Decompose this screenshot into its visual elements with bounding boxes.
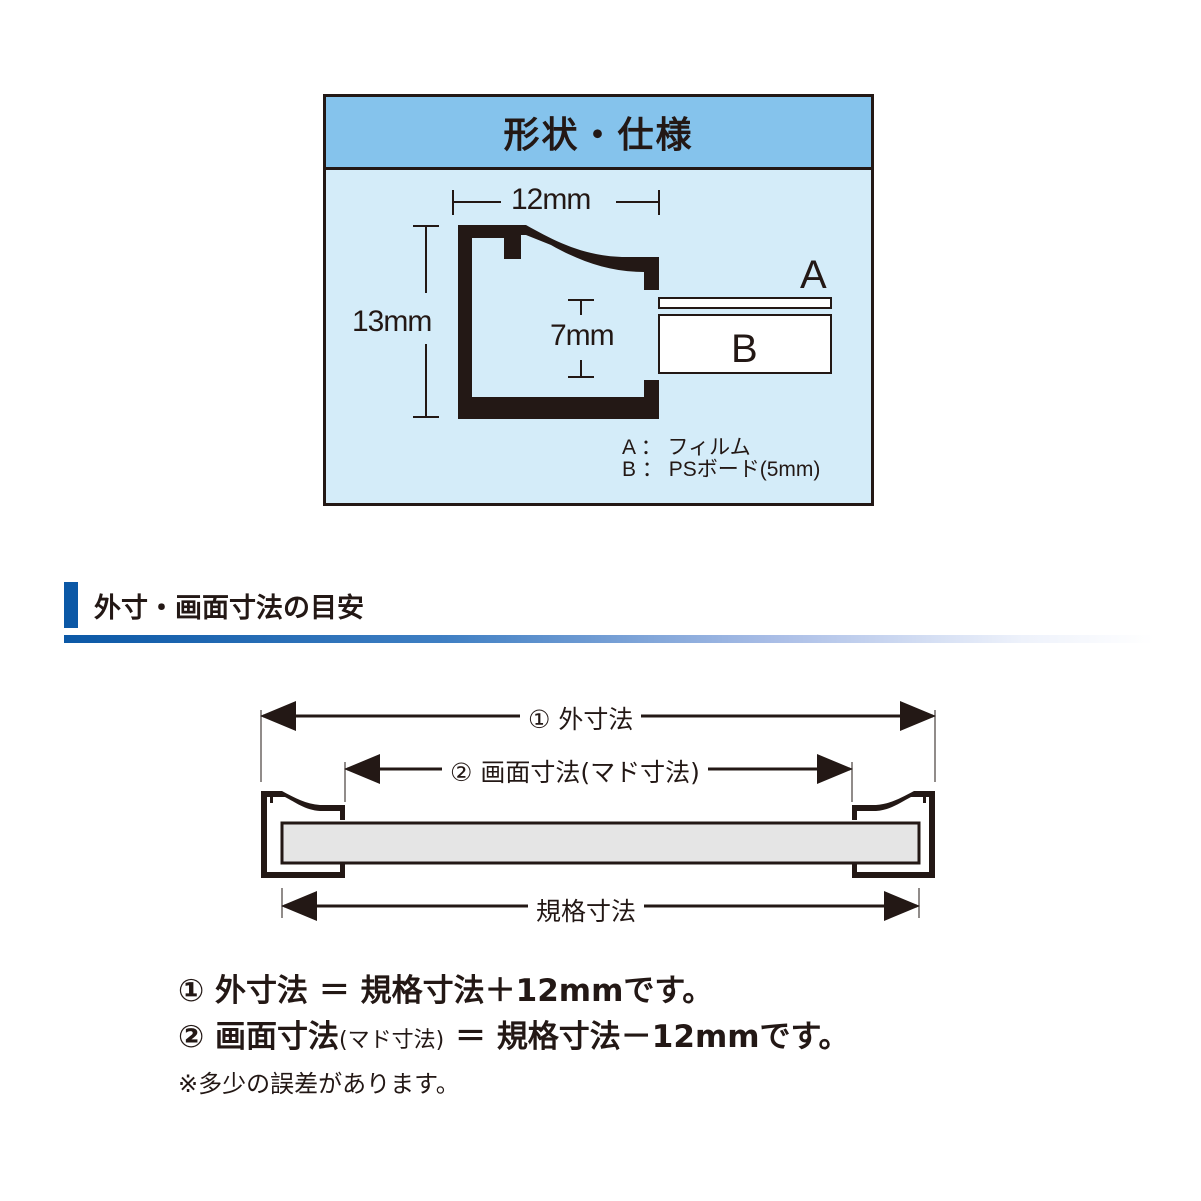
layer-legend: A ： フィルム B ： PSボード(5mm) (622, 437, 820, 481)
ps-board-layer-b (658, 314, 832, 374)
depth-dimension-label: 7mm (550, 319, 615, 352)
outer-dimension-label: ① 外寸法 (520, 700, 642, 736)
note-outer-dimension: ① 外寸法 ＝ 規格寸法＋12mmです。 (178, 973, 714, 1009)
frame-profile-shape (458, 225, 659, 419)
frame-profile-diagram (413, 190, 832, 419)
spec-panel-header: 形状・仕様 (326, 97, 871, 170)
legend-item-b: B ： PSボード(5mm) (622, 458, 821, 481)
depth-dimension-line (568, 299, 594, 378)
note-window-dimension: ② 画面寸法(マド寸法) ＝ 規格寸法－12mmです。 (178, 1019, 850, 1055)
window-dimension-label: ② 画面寸法(マド寸法) (442, 753, 708, 789)
standard-dimension-label: 規格寸法 (528, 892, 645, 928)
spec-panel: 形状・仕様 12mm 13mm 7mm A (323, 94, 874, 506)
note-tolerance-footnote: ※多少の誤差があります。 (178, 1070, 460, 1098)
layer-b-label: B (731, 327, 758, 371)
section-underline (64, 635, 1154, 643)
board-panel (280, 821, 921, 865)
section-title: 外寸・画面寸法の目安 (94, 592, 364, 624)
height-dimension-label: 13mm (352, 305, 432, 338)
section-heading: 外寸・画面寸法の目安 (64, 582, 364, 628)
width-dimension-line (452, 190, 660, 215)
section-accent-bar (64, 582, 78, 628)
dimension-notes: ① 外寸法 ＝ 規格寸法＋12mmです。 ② 画面寸法(マド寸法) ＝ 規格寸法… (178, 968, 849, 1104)
layer-a-label: A (800, 253, 827, 297)
film-layer-a (658, 297, 832, 309)
width-dimension-label: 12mm (511, 183, 591, 216)
spec-panel-title: 形状・仕様 (503, 115, 694, 156)
height-dimension-line (413, 225, 439, 418)
legend-item-a: A ： フィルム (622, 436, 751, 459)
